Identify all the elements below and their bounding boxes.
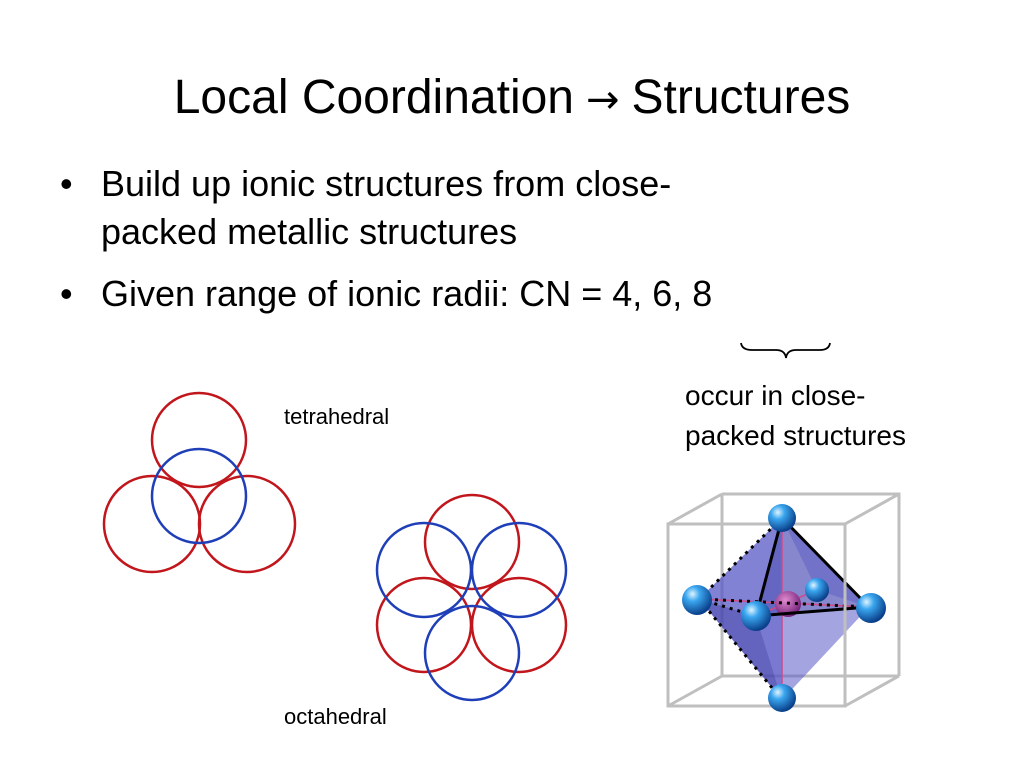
tetrahedral-label: tetrahedral xyxy=(284,404,390,429)
bullet-item-build-up: • Build up ionic structures from close- … xyxy=(60,160,920,256)
tetra-red-circle-right xyxy=(197,474,297,574)
close-packed-note: occur in close- packed structures xyxy=(685,376,906,456)
octa-blue-circle-bottom xyxy=(423,604,521,702)
octa-red-circle-top xyxy=(423,493,521,591)
right-arrow-icon: → xyxy=(586,77,620,123)
slide-title: Local Coordination →Structures xyxy=(0,62,1024,136)
left-atom xyxy=(682,585,712,615)
bullet-text: Given range of ionic radii: CN = 4, 6, 8 xyxy=(101,273,713,314)
title-right-text: Structures xyxy=(631,71,851,124)
bullet-text-line1: Build up ionic structures from close- xyxy=(101,163,672,204)
bottom-atom xyxy=(768,684,796,712)
octa-blue-circle-right xyxy=(470,521,568,619)
right-atom xyxy=(856,593,886,623)
bullet-list: • Build up ionic structures from close- … xyxy=(60,160,920,332)
tetrahedron-edges xyxy=(754,516,871,618)
note-line1: occur in close- xyxy=(685,380,866,411)
bullet-text-line2: packed metallic structures xyxy=(101,211,518,252)
octahedral-label: octahedral xyxy=(284,704,387,729)
tetra-red-circle-top xyxy=(150,391,248,489)
front-atom xyxy=(741,601,771,631)
title-left-text: Local Coordination xyxy=(173,71,574,124)
top-atom xyxy=(768,504,796,532)
back-atom xyxy=(805,578,829,602)
bullet-item-ionic-radii: • Given range of ionic radii: CN = 4, 6,… xyxy=(60,270,920,318)
bullet-dot-icon: • xyxy=(60,273,73,314)
tetra-blue-circle xyxy=(150,447,248,545)
octa-red-circle-right xyxy=(470,576,568,674)
note-line2: packed structures xyxy=(685,420,906,451)
bullet-dot-icon: • xyxy=(60,163,73,204)
